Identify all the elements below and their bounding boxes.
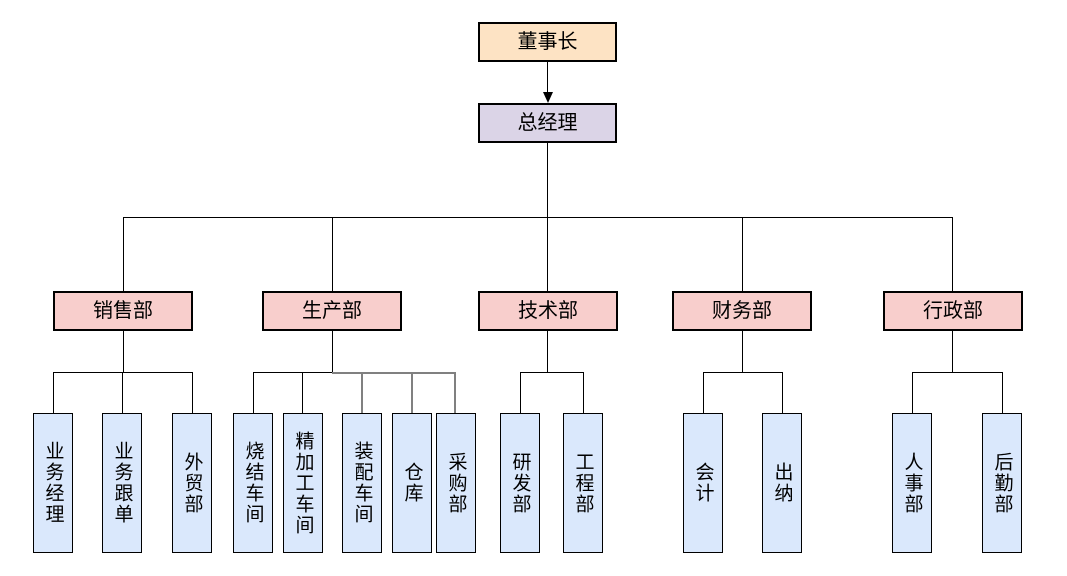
connector-drop-rnd [520, 372, 521, 413]
node-unit-assembly-workshop: 装配车间 [342, 413, 382, 553]
connector-drop-finance [742, 217, 743, 291]
connector-production-rail-left [253, 372, 333, 373]
connector-drop-hr [912, 372, 913, 413]
connector-technology-rail [520, 372, 583, 373]
connector-drop-engineering [583, 372, 584, 413]
connector-drop-warehouse [411, 372, 413, 413]
connector-gm-trunk [547, 142, 548, 217]
node-chairman: 董事长 [478, 22, 617, 62]
node-general-manager: 总经理 [478, 103, 617, 143]
node-unit-merchandising: 业务跟单 [102, 413, 142, 553]
node-unit-business-manager: 业务经理 [33, 413, 73, 553]
connector-drop-merchandising [122, 372, 123, 413]
connector-finance-trunk [742, 331, 743, 372]
connector-drop-accounting [703, 372, 704, 413]
connector-finance-rail [703, 372, 782, 373]
connector-drop-production [332, 217, 333, 291]
node-dept-finance: 财务部 [672, 291, 812, 331]
node-unit-logistics: 后勤部 [982, 413, 1022, 553]
node-dept-technology: 技术部 [478, 291, 618, 331]
connector-drop-purchasing [454, 372, 456, 413]
connector-technology-trunk [547, 331, 548, 372]
connector-drop-sintering [253, 372, 254, 413]
node-unit-foreign-trade: 外贸部 [172, 413, 212, 553]
connector-drop-assembly [361, 372, 363, 413]
connector-drop-finishing [302, 372, 303, 413]
node-unit-cashier: 出纳 [762, 413, 802, 553]
connector-admin-trunk [952, 331, 953, 372]
connector-drop-logistics [1002, 372, 1003, 413]
node-unit-accounting: 会计 [683, 413, 723, 553]
connector-drop-cashier [782, 372, 783, 413]
connector-l2-rail [123, 217, 953, 218]
node-dept-sales: 销售部 [53, 291, 193, 331]
connector-admin-rail [912, 372, 1002, 373]
connector-drop-admin [952, 217, 953, 291]
connector-production-trunk [332, 331, 333, 372]
connector-drop-foreign-trade [192, 372, 193, 413]
connector-drop-sales [123, 217, 124, 291]
node-unit-purchasing: 采购部 [436, 413, 476, 553]
connector-chairman-gm [547, 62, 548, 94]
node-unit-warehouse: 仓库 [392, 413, 432, 553]
node-unit-engineering: 工程部 [563, 413, 603, 553]
connector-drop-technology [547, 217, 548, 291]
connector-sales-trunk [123, 331, 124, 372]
node-unit-finishing-workshop: 精加工车间 [283, 413, 323, 553]
node-dept-admin: 行政部 [883, 291, 1023, 331]
node-dept-production: 生产部 [262, 291, 402, 331]
node-unit-rnd: 研发部 [500, 413, 540, 553]
node-unit-sintering-workshop: 烧结车间 [233, 413, 273, 553]
arrow-down-icon [543, 92, 553, 103]
node-unit-hr: 人事部 [892, 413, 932, 553]
connector-production-rail-right [332, 372, 456, 374]
connector-drop-business-manager [53, 372, 54, 413]
